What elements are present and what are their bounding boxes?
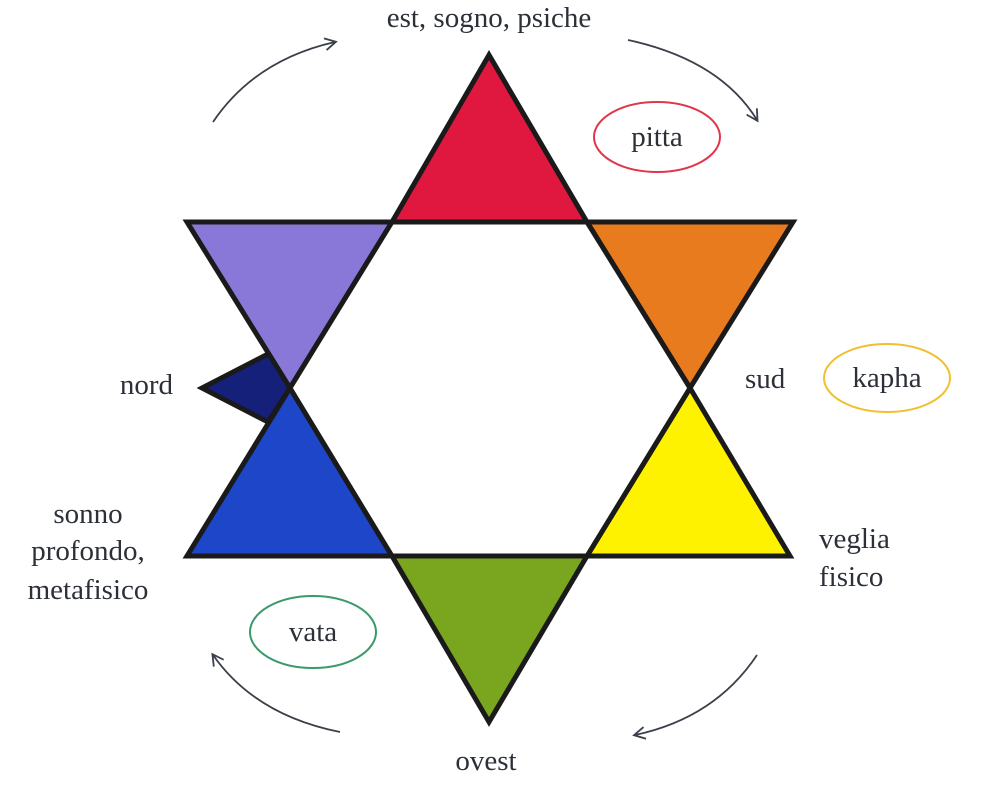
- triangle-red-top: [387, 50, 592, 225]
- label-est: est, sogno, psiche: [387, 2, 592, 34]
- label-kapha: kapha: [852, 362, 921, 394]
- vata-ellipse: [249, 595, 377, 669]
- arrow-top-right: [627, 39, 759, 123]
- arrow-bottom-right: [632, 654, 758, 740]
- label-profondo: profondo,: [31, 535, 145, 567]
- pitta-ellipse: [593, 101, 721, 173]
- label-veglia: veglia: [819, 523, 890, 555]
- label-vata: vata: [289, 616, 337, 648]
- label-nord: nord: [120, 369, 174, 401]
- kapha-ellipse: [823, 343, 951, 413]
- label-ovest: ovest: [455, 745, 516, 777]
- label-metafisico: metafisico: [28, 574, 149, 606]
- label-sud: sud: [745, 363, 786, 395]
- label-sonno: sonno: [53, 498, 122, 530]
- arrow-bottom-left: [211, 652, 341, 733]
- label-fisico: fisico: [819, 561, 883, 593]
- hexagon-center: [287, 219, 693, 559]
- triangle-green-bottom: [387, 553, 592, 727]
- arrow-top-left: [212, 37, 338, 123]
- label-pitta: pitta: [631, 121, 683, 153]
